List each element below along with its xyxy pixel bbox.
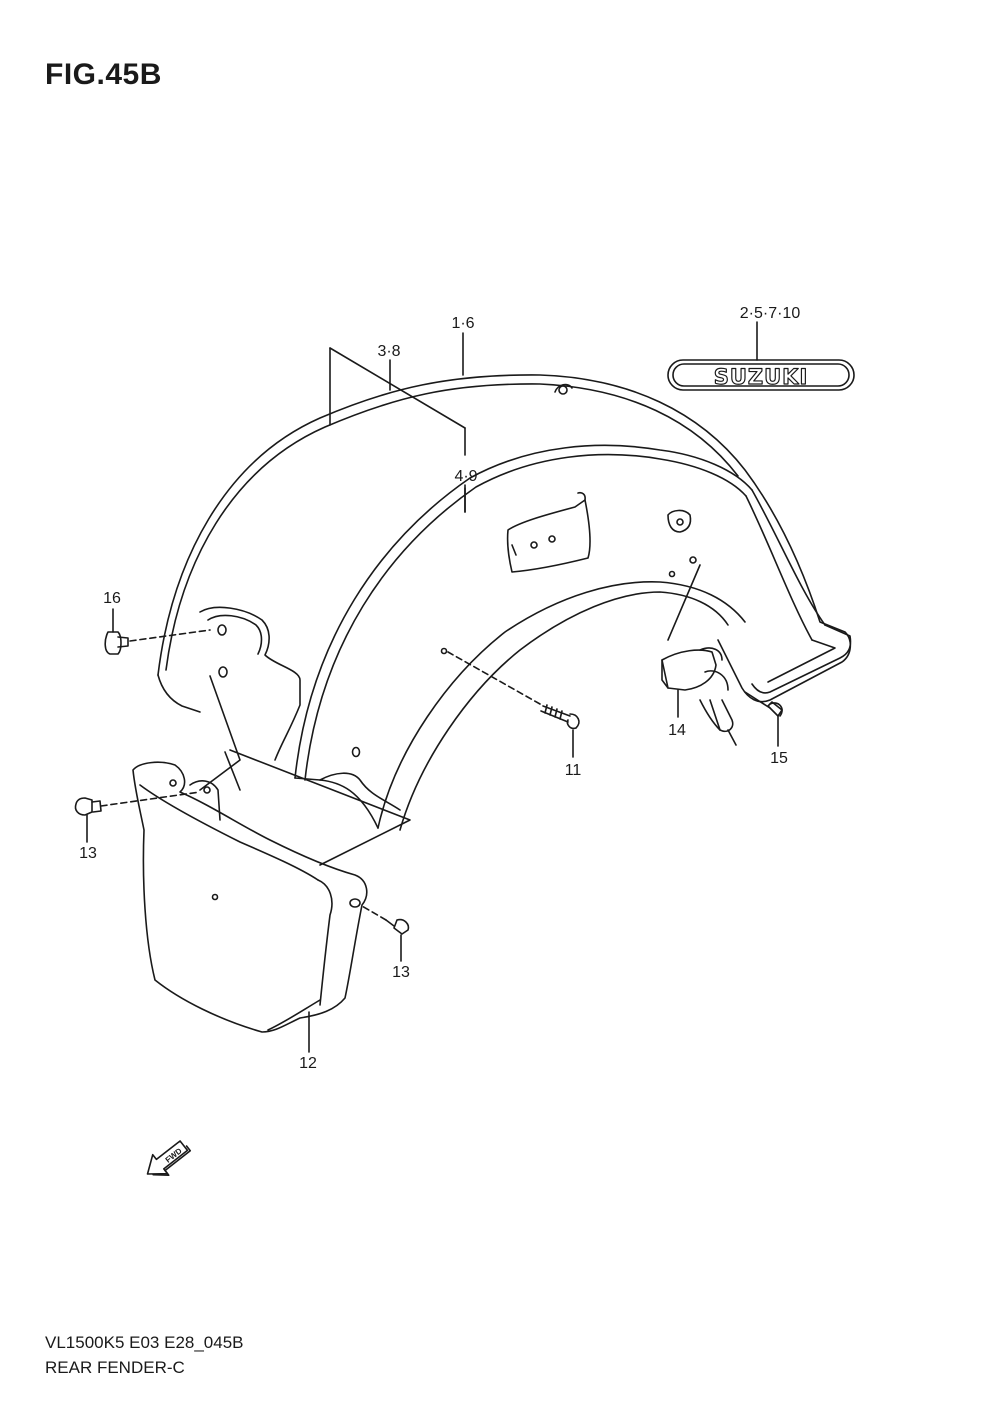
bolt-13a	[74, 791, 201, 816]
callout-1-6: 1·6	[451, 315, 474, 332]
bolt-13b	[361, 905, 410, 935]
diagram-code: VL1500K5 E03 E28_045B	[45, 1333, 244, 1352]
callout-2-5-7-10: 2·5·7·10	[740, 305, 801, 322]
callout-4-9: 4·9	[454, 468, 477, 485]
suzuki-emblem: SUZUKI	[667, 359, 855, 391]
callout-16: 16	[103, 590, 121, 607]
side-cover	[132, 761, 368, 1033]
callout-3-8: 3·8	[377, 343, 400, 360]
fwd-arrow: FWD	[146, 1140, 192, 1176]
leader-lines	[86, 321, 779, 1053]
screw-15	[744, 691, 783, 717]
diagram-name: REAR FENDER-C	[45, 1358, 185, 1377]
callout-13-b: 13	[392, 964, 410, 981]
callout-13-a: 13	[79, 845, 97, 862]
latch-14	[661, 647, 737, 746]
rivet-16	[104, 629, 211, 655]
callout-15: 15	[770, 750, 788, 767]
screw-11	[447, 651, 580, 730]
figure-title: FIG.45B	[45, 58, 162, 91]
callout-12: 12	[299, 1055, 317, 1072]
inner-liner-lines	[199, 347, 466, 866]
suzuki-logo-text: SUZUKI	[714, 365, 809, 389]
callout-14: 14	[668, 722, 686, 739]
callout-11: 11	[565, 762, 582, 779]
